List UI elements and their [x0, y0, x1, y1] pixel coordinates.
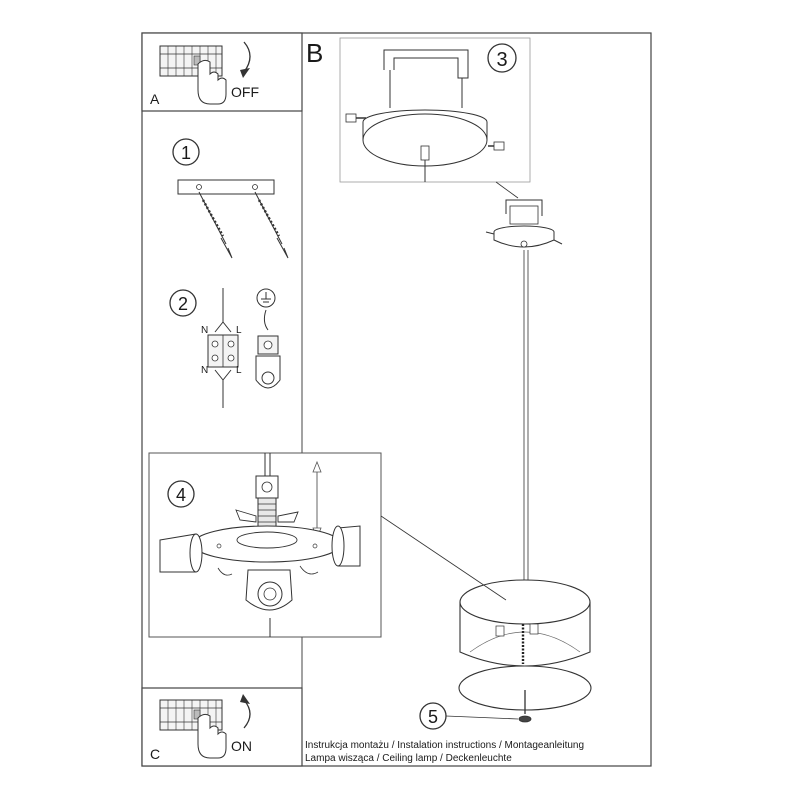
step-1-number: 1	[181, 143, 191, 163]
mounting-plate-icon	[192, 525, 342, 563]
breaker-icon	[159, 45, 223, 77]
step-4-number: 4	[176, 485, 186, 505]
wire-n-top: N	[201, 325, 208, 336]
step-3-number: 3	[496, 49, 507, 71]
diffuser-plate-icon	[458, 665, 592, 723]
wire-l-bottom: L	[236, 365, 242, 376]
leader-line-step-5	[445, 715, 519, 720]
cable-grip-icon	[235, 453, 299, 533]
step-1-badge	[172, 138, 200, 166]
caption-line-2: Lampa wisząca / Ceiling lamp / Deckenleu…	[305, 753, 512, 764]
lamp-shade-icon	[459, 579, 591, 667]
suspension-cable	[523, 250, 529, 592]
breaker-icon	[159, 699, 223, 731]
panel-c-letter: C	[150, 746, 160, 762]
wire-n-bottom: N	[201, 365, 208, 376]
switch-on-arrow-icon	[240, 694, 251, 729]
leader-line-step-4	[380, 515, 507, 601]
step-2: 2 N L N L	[169, 288, 281, 408]
step-4: 4	[148, 452, 507, 638]
switch-off-arrow-icon	[240, 41, 251, 78]
switch-off-label: OFF	[231, 84, 259, 100]
ceiling-bracket-icon	[383, 49, 469, 108]
step-5: 5	[419, 702, 519, 730]
caption-line-1: Instrukcja montażu / Instalation instruc…	[305, 740, 584, 751]
step-4-badge	[167, 480, 195, 508]
panel-b-letter: B	[306, 38, 323, 68]
step-3-badge	[487, 43, 517, 73]
ground-icon	[256, 288, 276, 308]
leader-line-step-3	[495, 181, 519, 199]
canopy-small-icon	[485, 199, 563, 248]
screw-icon	[345, 113, 505, 151]
step-3: 3	[339, 37, 531, 183]
switch-on-label: ON	[231, 738, 252, 754]
wire-l-top: L	[236, 325, 242, 336]
panel-a-letter: A	[150, 91, 160, 107]
step-2-badge	[169, 289, 197, 317]
terminal-block-icon	[207, 288, 239, 408]
canopy-icon	[362, 109, 488, 182]
step-5-number: 5	[428, 707, 438, 727]
lamp-socket-icon	[159, 525, 361, 637]
panel-a: A OFF	[141, 32, 303, 112]
step-2-number: 2	[178, 294, 188, 314]
hand-icon	[197, 59, 227, 105]
ground-terminal-icon	[255, 309, 281, 389]
wall-plug-screw-icon	[198, 191, 289, 259]
hand-icon	[197, 713, 227, 759]
step-1: 1	[172, 138, 289, 259]
panel-c: C ON	[141, 687, 303, 767]
outer-frame	[141, 32, 652, 767]
mounting-bar-icon	[177, 179, 275, 195]
